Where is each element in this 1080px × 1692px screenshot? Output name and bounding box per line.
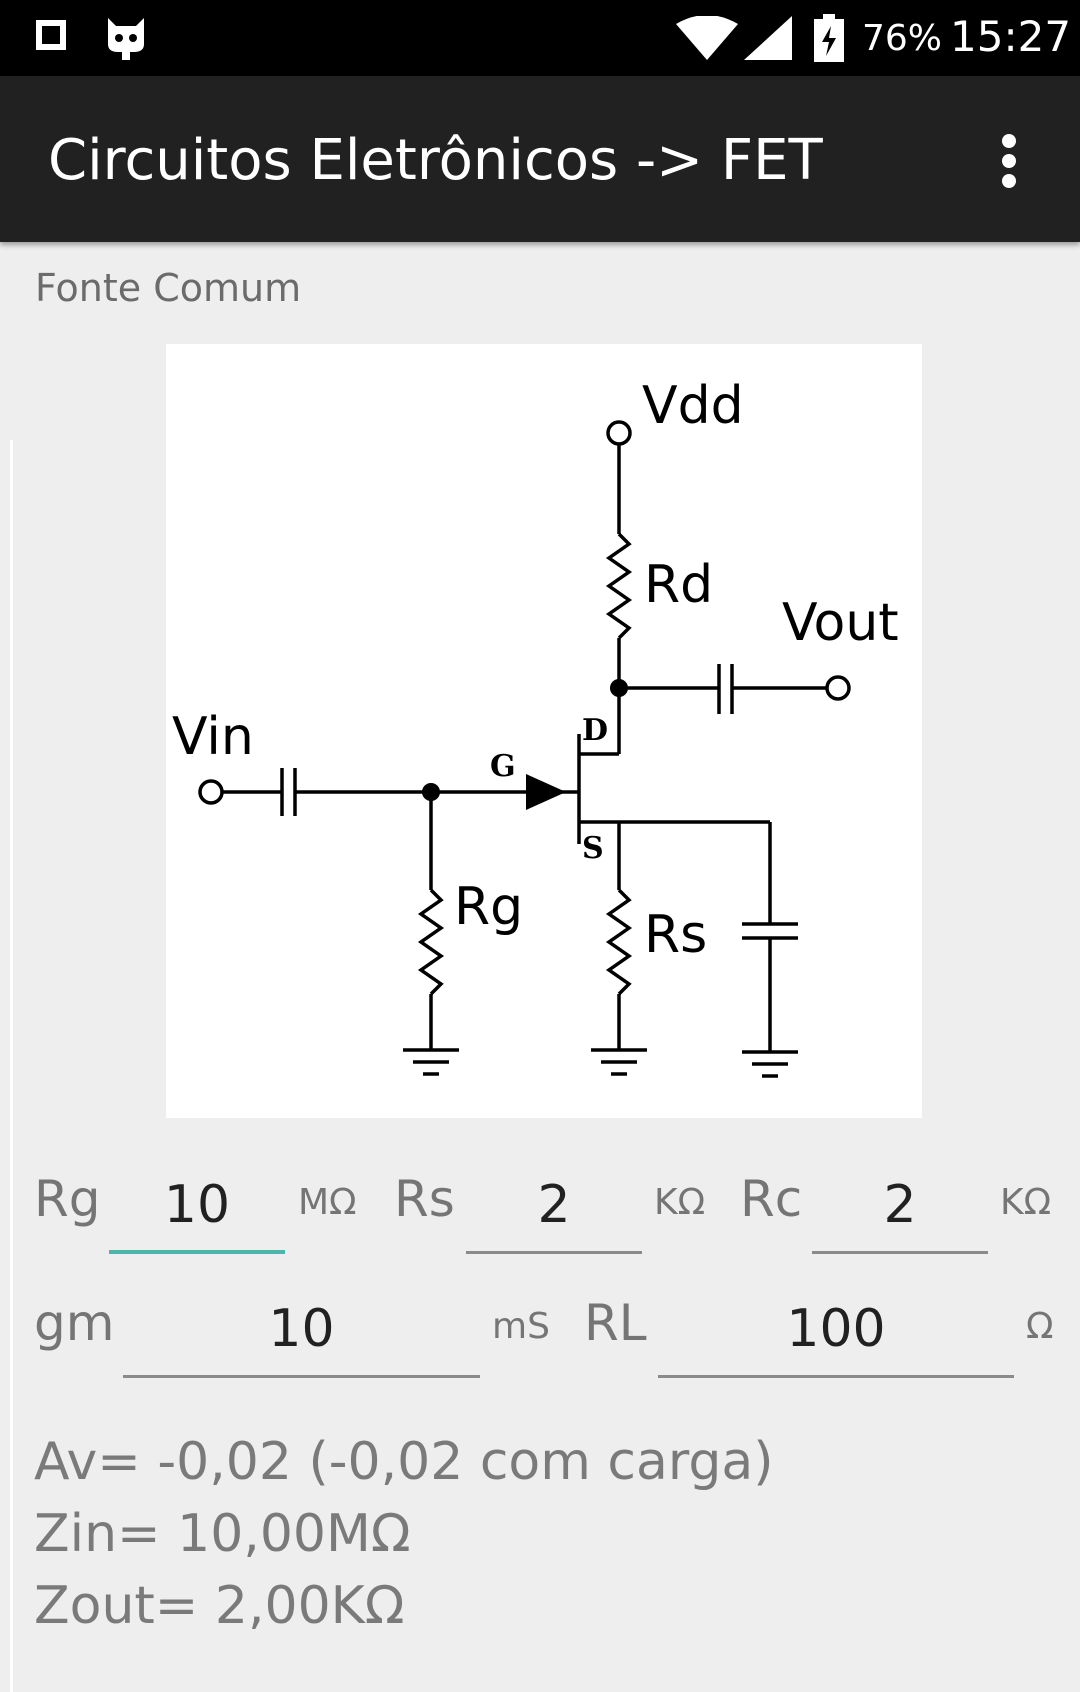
vout-terminal xyxy=(825,675,851,701)
rd-resistor xyxy=(605,532,633,640)
rl-unit: Ω xyxy=(1026,1306,1054,1347)
rc-label: Rc xyxy=(740,1170,803,1228)
wifi-icon xyxy=(676,16,738,60)
app-bar: Circuitos Eletrônicos -> FET xyxy=(0,76,1080,242)
rs-label: Rs xyxy=(394,1170,455,1228)
overflow-menu-icon xyxy=(1002,134,1016,148)
overflow-menu-dot xyxy=(1002,174,1016,188)
rl-input[interactable]: 100 xyxy=(658,1294,1014,1378)
cyanogen-mascot-icon xyxy=(108,18,144,60)
common-source-fet-schematic: Vdd Rd Vout Vin G D S Rg Rs xyxy=(172,376,899,1078)
label-vout: Vout xyxy=(782,593,899,653)
label-rd: Rd xyxy=(644,555,713,615)
gm-unit: mS xyxy=(492,1306,550,1347)
rl-label: RL xyxy=(584,1294,647,1352)
label-vdd: Vdd xyxy=(642,376,744,436)
rs-input[interactable]: 2 xyxy=(466,1170,642,1254)
label-d: D xyxy=(582,713,608,748)
result-zin: Zin= 10,00MΩ xyxy=(34,1504,411,1564)
section-subtitle: Fonte Comum xyxy=(35,266,302,310)
gm-input[interactable]: 10 xyxy=(123,1294,480,1378)
gm-label: gm xyxy=(34,1294,115,1352)
label-rs: Rs xyxy=(644,905,707,965)
battery-charging-icon xyxy=(814,14,844,62)
label-g: G xyxy=(490,749,516,784)
rg-unit: MΩ xyxy=(298,1182,357,1223)
label-s: S xyxy=(582,831,604,866)
result-zout: Zout= 2,00KΩ xyxy=(34,1576,405,1636)
overflow-menu-dot xyxy=(1002,154,1016,168)
rc-input[interactable]: 2 xyxy=(812,1170,988,1254)
rs-unit: KΩ xyxy=(654,1182,706,1223)
label-vin: Vin xyxy=(172,707,254,767)
signal-icon xyxy=(744,16,792,60)
circuit-diagram: Vdd Rd Vout Vin G D S Rg Rs xyxy=(166,344,922,1118)
status-bar: 76% 15:27 xyxy=(0,0,1080,76)
square-notification-icon xyxy=(36,20,66,50)
vdd-terminal xyxy=(606,420,632,446)
vin-terminal xyxy=(198,779,224,805)
rg-resistor xyxy=(417,888,445,996)
overflow-menu-button[interactable] xyxy=(990,128,1030,192)
rs-resistor xyxy=(605,888,633,996)
rg-label: Rg xyxy=(34,1170,101,1228)
rg-input[interactable]: 10 xyxy=(109,1170,285,1254)
divider xyxy=(10,440,13,1692)
label-rg: Rg xyxy=(454,877,523,937)
result-av: Av= -0,02 (-0,02 com carga) xyxy=(34,1432,774,1492)
rc-unit: KΩ xyxy=(1000,1182,1052,1223)
page-title: Circuitos Eletrônicos -> FET xyxy=(48,128,823,193)
battery-percent: 76% xyxy=(862,18,943,59)
clock: 15:27 xyxy=(950,12,1072,61)
